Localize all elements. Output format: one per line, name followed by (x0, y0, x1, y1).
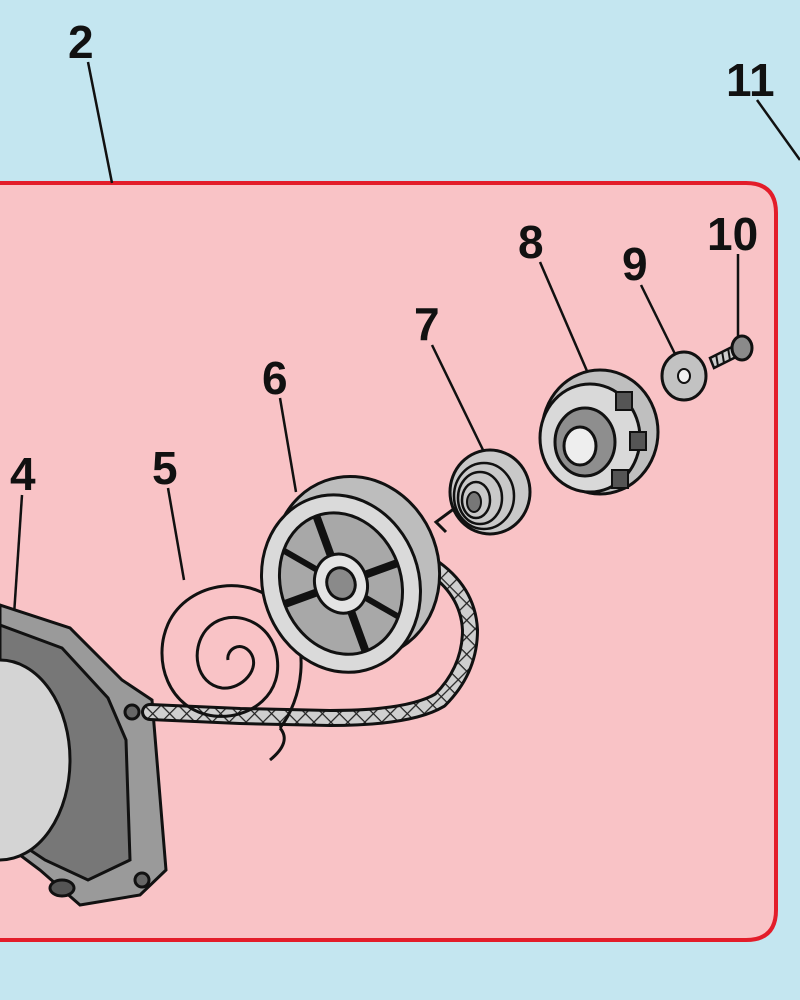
part-washer (660, 350, 708, 402)
callout-6: 6 (262, 352, 288, 404)
callout-11: 11 (726, 54, 775, 106)
leader-line-2 (86, 61, 114, 184)
leader-line-5 (166, 487, 186, 581)
leader-line-11 (755, 99, 800, 161)
callout-10: 10 (707, 208, 758, 260)
leader-line-8 (538, 261, 592, 379)
leader-line-9 (639, 284, 678, 357)
leader-line-4 (12, 494, 24, 616)
leader-line-7 (430, 344, 486, 453)
part-screw (708, 334, 754, 370)
part-ratchet-cup (538, 368, 660, 496)
callout-5: 5 (152, 442, 178, 494)
callout-7: 7 (414, 298, 440, 350)
callout-9: 9 (622, 238, 648, 290)
part-rope-pulley (259, 474, 442, 674)
callout-4: 4 (10, 448, 36, 500)
part-coil-spring (433, 448, 532, 536)
part-starter-housing (0, 603, 168, 907)
leader-line-6 (278, 397, 298, 493)
callout-8: 8 (518, 216, 544, 268)
callout-2: 2 (68, 16, 94, 68)
